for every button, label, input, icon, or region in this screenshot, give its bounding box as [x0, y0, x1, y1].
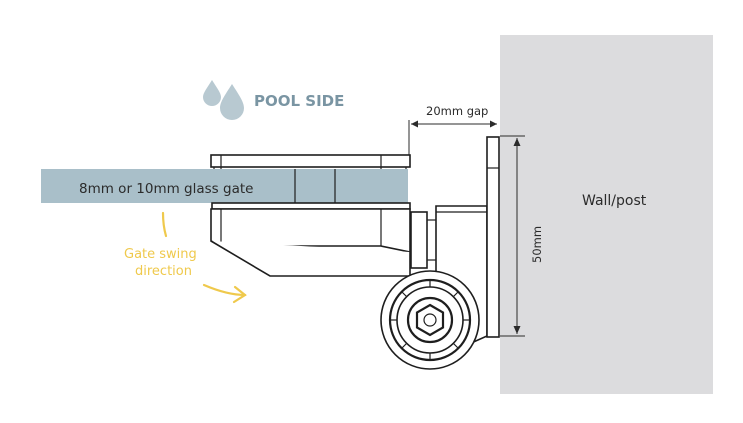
height-dimension-label: 50mm [530, 226, 544, 263]
gap-label: 20mm gap [426, 104, 488, 118]
swing-label-line2: direction [135, 264, 192, 279]
wall-post [500, 35, 713, 394]
height-dimension [500, 135, 525, 337]
top-clamp-plate [210, 154, 411, 169]
wall-post-label: Wall/post [582, 193, 647, 209]
water-drops-icon [203, 80, 244, 120]
glass-gate [41, 169, 408, 203]
gap-dimension [408, 120, 497, 160]
glass-gate-label: 8mm or 10mm glass gate [79, 181, 253, 197]
pool-side-label: POOL SIDE [254, 92, 344, 110]
swing-direction-arrow [161, 211, 247, 304]
swing-label-line1: Gate swing [124, 247, 197, 262]
hinge-cam-wheel [380, 270, 480, 370]
wall-mount-plate [486, 136, 500, 338]
